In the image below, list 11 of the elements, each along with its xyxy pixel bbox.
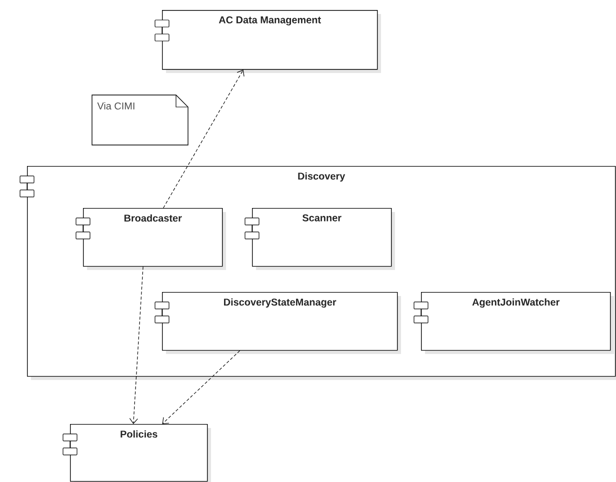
component-box: Policies [62,424,211,482]
dependency-arrow [162,350,240,424]
component-box: AgentJoinWatcher [414,292,614,354]
component-box: Scanner [244,208,395,270]
component-box: AC Data Management [154,10,381,73]
note-box: Via CIMI [92,94,188,146]
component-box: DiscoveryStateManager [154,292,401,354]
dependency-arrow [129,266,144,424]
dependency-arrow [163,70,244,208]
component-box: Broadcaster [76,208,226,270]
node-label: Policies [120,430,158,438]
